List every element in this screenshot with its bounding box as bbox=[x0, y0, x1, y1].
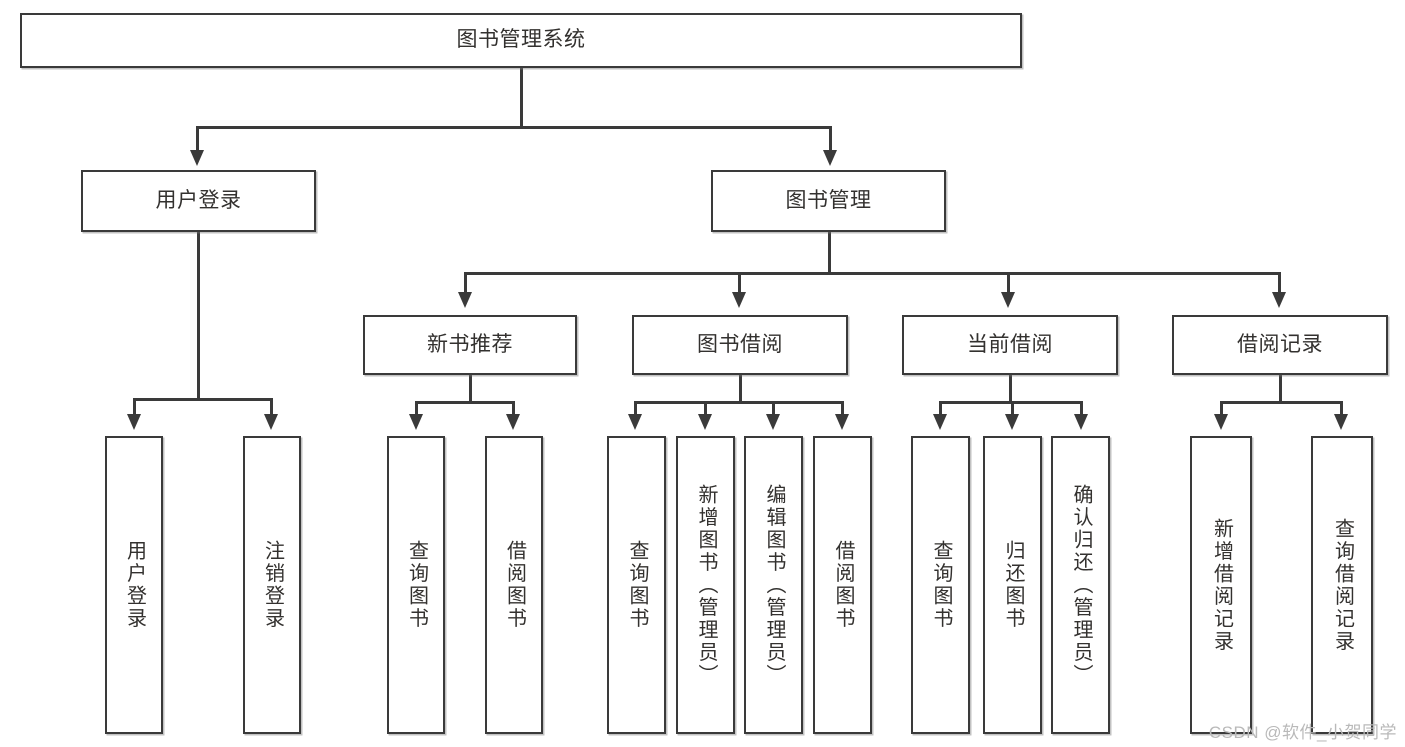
node-leaf-3[interactable]: 借阅图书 bbox=[485, 436, 543, 734]
node-root-system-label: 图书管理系统 bbox=[456, 28, 586, 52]
node-leaf-10-label: 确认归还（管理员） bbox=[1070, 483, 1092, 687]
arrow-bookmgmt-to-newbooks bbox=[458, 292, 472, 308]
connector-newbooks-to-leaf1 bbox=[415, 401, 418, 418]
node-submodule-0[interactable]: 新书推荐 bbox=[363, 315, 577, 375]
arrow-records-to-leaf2 bbox=[1334, 414, 1348, 430]
node-leaf-1[interactable]: 注销登录 bbox=[243, 436, 301, 734]
arrow-current-to-leaf1 bbox=[933, 414, 947, 430]
arrow-bookmgmt-to-current bbox=[1001, 292, 1015, 308]
node-root-system[interactable]: 图书管理系统 bbox=[20, 13, 1022, 68]
node-leaf-11-label: 新增借阅记录 bbox=[1210, 517, 1233, 653]
connector-root-to-bookmgmt bbox=[829, 126, 832, 154]
node-leaf-6[interactable]: 编辑图书（管理员） bbox=[744, 436, 803, 734]
arrow-borrow-to-leaf3 bbox=[766, 414, 780, 430]
connector-userlogin-stem bbox=[197, 232, 200, 400]
node-leaf-4[interactable]: 查询图书 bbox=[607, 436, 666, 734]
node-leaf-8-label: 查询图书 bbox=[930, 540, 952, 630]
connector-borrow-to-leaf2 bbox=[704, 401, 707, 418]
connector-borrow-to-leaf1 bbox=[634, 401, 637, 418]
connector-bookmgmt-to-records bbox=[1278, 272, 1281, 296]
node-submodule-3[interactable]: 借阅记录 bbox=[1172, 315, 1388, 375]
node-leaf-3-label: 借阅图书 bbox=[503, 540, 526, 630]
connector-records-to-leaf1 bbox=[1220, 401, 1223, 418]
node-module-1[interactable]: 图书管理 bbox=[711, 170, 946, 232]
node-module-0[interactable]: 用户登录 bbox=[81, 170, 316, 232]
connector-bookmgmt-to-current bbox=[1007, 272, 1010, 296]
connector-root-to-userlogin bbox=[196, 126, 199, 154]
node-submodule-1[interactable]: 图书借阅 bbox=[632, 315, 848, 375]
connector-bookmgmt-to-borrow bbox=[738, 272, 741, 296]
arrow-borrow-to-leaf1 bbox=[628, 414, 642, 430]
connector-userlogin-bus bbox=[133, 398, 270, 401]
connector-current-to-leaf3 bbox=[1080, 401, 1083, 418]
connector-root-bus bbox=[196, 126, 831, 129]
connector-records-to-leaf2 bbox=[1340, 401, 1343, 418]
node-submodule-0-label: 新书推荐 bbox=[427, 332, 513, 356]
connector-current-bus bbox=[939, 401, 1082, 404]
connector-bookmgmt-stem bbox=[828, 232, 831, 274]
arrow-borrow-to-leaf4 bbox=[835, 414, 849, 430]
connector-newbooks-to-leaf2 bbox=[512, 401, 515, 418]
node-leaf-4-label: 查询图书 bbox=[626, 540, 648, 630]
arrow-root-to-userlogin bbox=[190, 150, 204, 166]
connector-userlogin-to-leaf1 bbox=[133, 398, 136, 418]
node-leaf-9[interactable]: 归还图书 bbox=[983, 436, 1042, 734]
arrow-newbooks-to-leaf1 bbox=[409, 414, 423, 430]
arrow-borrow-to-leaf2 bbox=[698, 414, 712, 430]
node-leaf-8[interactable]: 查询图书 bbox=[911, 436, 970, 734]
node-leaf-1-label: 注销登录 bbox=[261, 540, 284, 630]
arrow-records-to-leaf1 bbox=[1214, 414, 1228, 430]
node-submodule-2[interactable]: 当前借阅 bbox=[902, 315, 1118, 375]
node-leaf-5-label: 新增图书（管理员） bbox=[695, 483, 717, 687]
node-leaf-12[interactable]: 查询借阅记录 bbox=[1311, 436, 1373, 734]
node-module-0-label: 用户登录 bbox=[155, 188, 242, 212]
connector-current-to-leaf2 bbox=[1011, 401, 1014, 418]
connector-borrow-to-leaf4 bbox=[841, 401, 844, 418]
connector-borrow-stem bbox=[739, 375, 742, 403]
arrow-userlogin-to-leaf1 bbox=[127, 414, 141, 430]
node-leaf-7[interactable]: 借阅图书 bbox=[813, 436, 872, 734]
connector-current-stem bbox=[1009, 375, 1012, 403]
connector-newbooks-bus bbox=[415, 401, 514, 404]
node-leaf-2-label: 查询图书 bbox=[405, 540, 428, 630]
connector-borrow-to-leaf3 bbox=[772, 401, 775, 418]
node-leaf-7-label: 借阅图书 bbox=[832, 540, 854, 630]
arrow-bookmgmt-to-borrow bbox=[732, 292, 746, 308]
arrow-current-to-leaf3 bbox=[1074, 414, 1088, 430]
node-leaf-10[interactable]: 确认归还（管理员） bbox=[1051, 436, 1110, 734]
node-submodule-3-label: 借阅记录 bbox=[1237, 332, 1323, 356]
connector-current-to-leaf1 bbox=[939, 401, 942, 418]
node-submodule-2-label: 当前借阅 bbox=[967, 332, 1053, 356]
connector-root-stem bbox=[520, 68, 523, 128]
node-leaf-5[interactable]: 新增图书（管理员） bbox=[676, 436, 735, 734]
node-submodule-1-label: 图书借阅 bbox=[697, 332, 783, 356]
connector-bookmgmt-to-newbooks bbox=[464, 272, 467, 296]
connector-borrow-bus bbox=[634, 401, 842, 404]
node-leaf-12-label: 查询借阅记录 bbox=[1331, 517, 1354, 653]
node-leaf-2[interactable]: 查询图书 bbox=[387, 436, 445, 734]
connector-userlogin-to-leaf2 bbox=[270, 398, 273, 418]
connector-records-stem bbox=[1279, 375, 1282, 403]
connector-bookmgmt-bus bbox=[464, 272, 1280, 275]
arrow-current-to-leaf2 bbox=[1005, 414, 1019, 430]
arrow-bookmgmt-to-records bbox=[1272, 292, 1286, 308]
arrow-root-to-bookmgmt bbox=[823, 150, 837, 166]
arrow-newbooks-to-leaf2 bbox=[506, 414, 520, 430]
node-leaf-0-label: 用户登录 bbox=[123, 540, 146, 630]
node-module-1-label: 图书管理 bbox=[785, 188, 872, 212]
node-leaf-9-label: 归还图书 bbox=[1002, 540, 1024, 630]
node-leaf-11[interactable]: 新增借阅记录 bbox=[1190, 436, 1252, 734]
connector-newbooks-stem bbox=[469, 375, 472, 403]
node-leaf-6-label: 编辑图书（管理员） bbox=[763, 483, 785, 687]
node-leaf-0[interactable]: 用户登录 bbox=[105, 436, 163, 734]
connector-records-bus bbox=[1220, 401, 1342, 404]
arrow-userlogin-to-leaf2 bbox=[264, 414, 278, 430]
